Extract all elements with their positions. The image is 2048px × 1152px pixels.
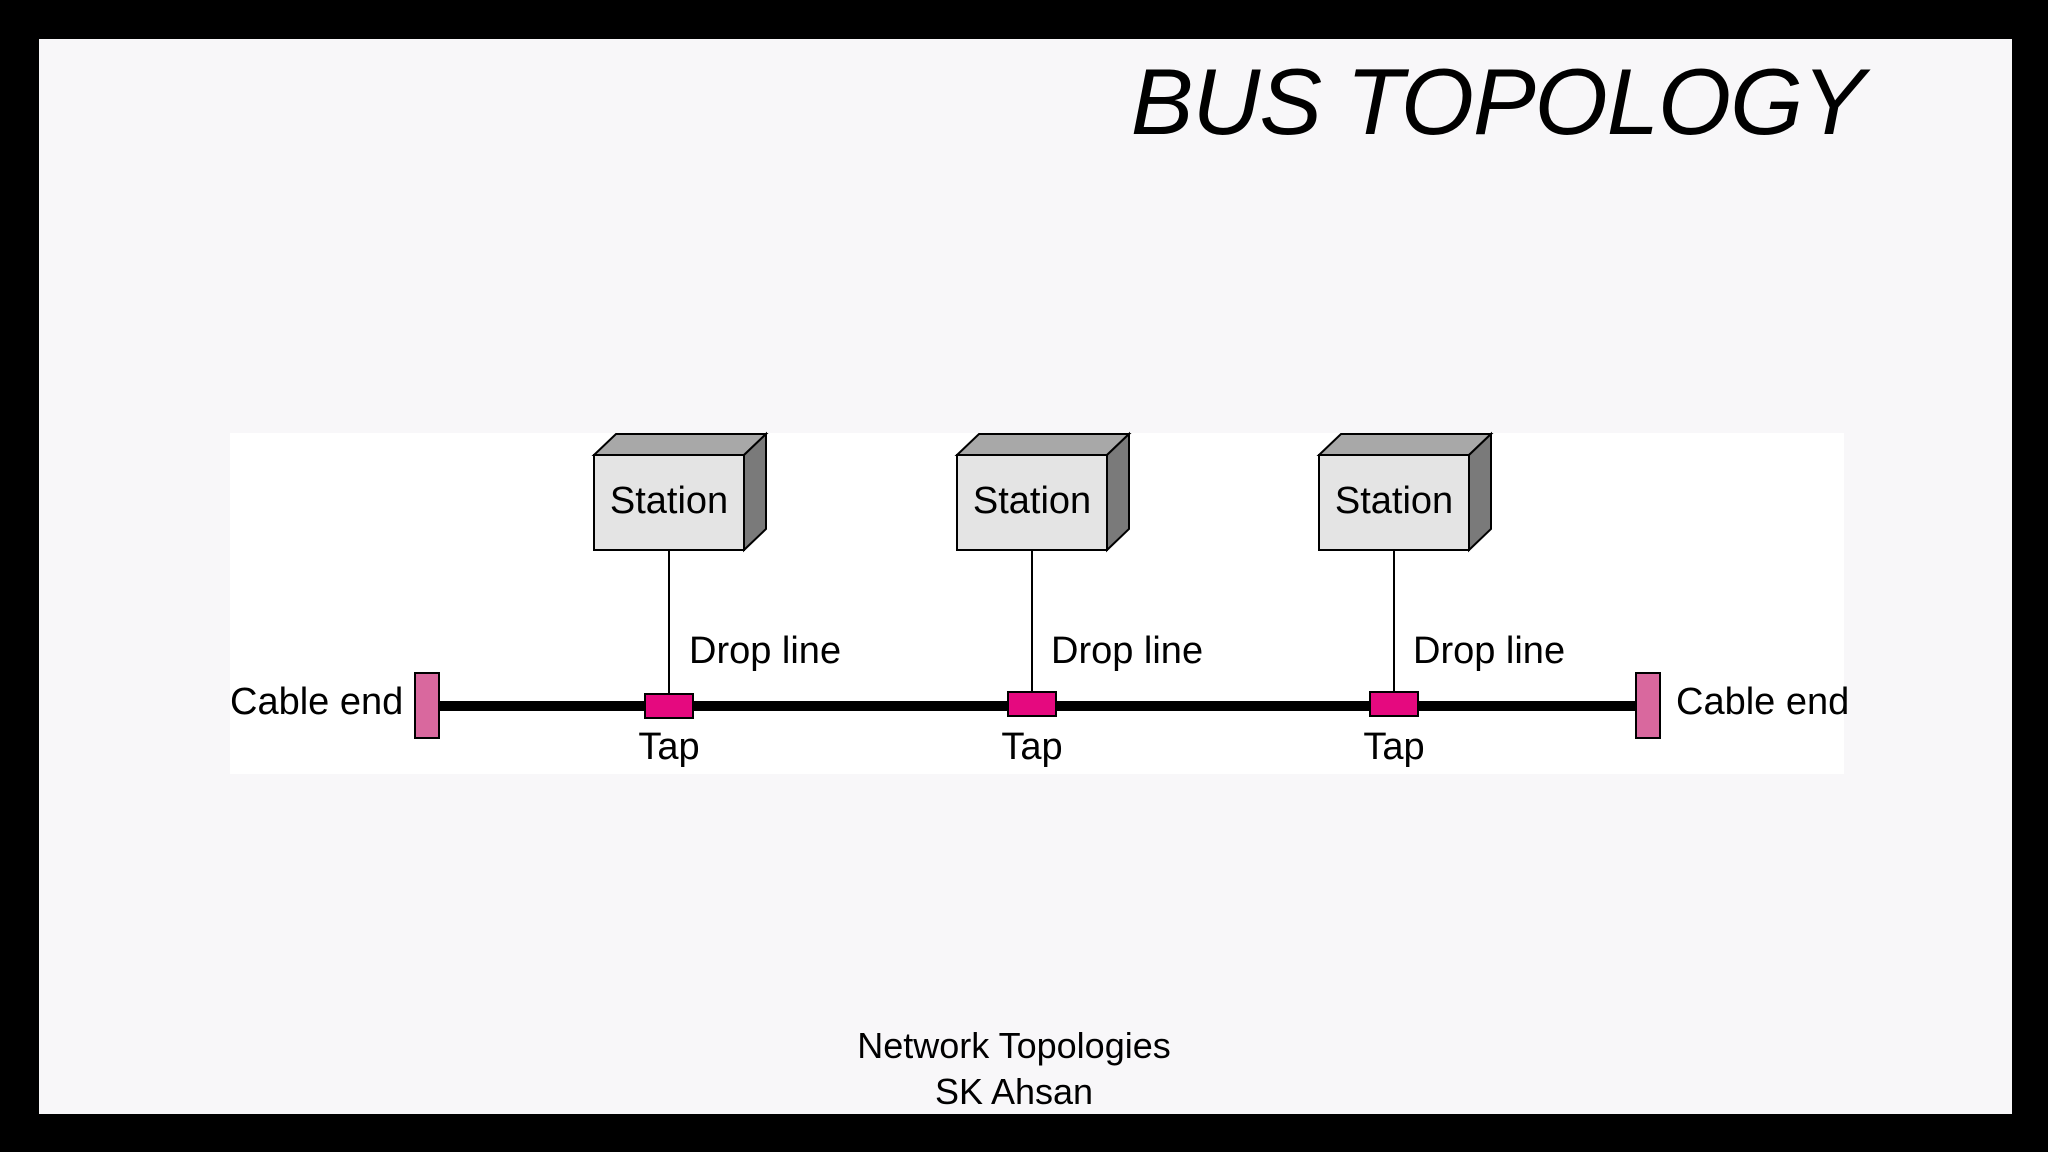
cable-end-left-label: Cable end bbox=[230, 681, 404, 723]
drop-line-2-label: Drop line bbox=[1051, 630, 1204, 672]
slide-title: BUS TOPOLOGY bbox=[1130, 49, 1865, 154]
cable-end-left bbox=[414, 672, 440, 739]
tap-3 bbox=[1369, 691, 1419, 717]
tap-2-label: Tap bbox=[1001, 726, 1063, 768]
drop-line-1-label: Drop line bbox=[689, 630, 842, 672]
station-3-label: Station bbox=[1334, 480, 1454, 522]
tap-3-label: Tap bbox=[1363, 726, 1425, 768]
tap-1-label: Tap bbox=[638, 726, 700, 768]
station-1-label: Station bbox=[609, 480, 729, 522]
station-3-top bbox=[1316, 433, 1494, 456]
station-1-front bbox=[593, 454, 745, 551]
station-2-label: Station bbox=[972, 480, 1092, 522]
drop-line-3-label: Drop line bbox=[1413, 630, 1566, 672]
tap-2 bbox=[1007, 691, 1057, 717]
tap-1 bbox=[644, 693, 694, 719]
cable-end-right-label: Cable end bbox=[1676, 681, 1850, 723]
station-1-top bbox=[591, 433, 769, 456]
station-1-side bbox=[743, 431, 767, 553]
station-3 bbox=[1316, 431, 1494, 553]
footer-line-2: SK Ahsan bbox=[934, 1071, 1094, 1112]
station-2-top bbox=[954, 433, 1132, 456]
footer-line-1: Network Topologies bbox=[857, 1025, 1171, 1066]
station-2-side bbox=[1106, 431, 1130, 553]
station-2 bbox=[954, 431, 1132, 553]
station-1 bbox=[591, 431, 769, 553]
station-3-side bbox=[1468, 431, 1492, 553]
cable-end-right bbox=[1635, 672, 1661, 739]
